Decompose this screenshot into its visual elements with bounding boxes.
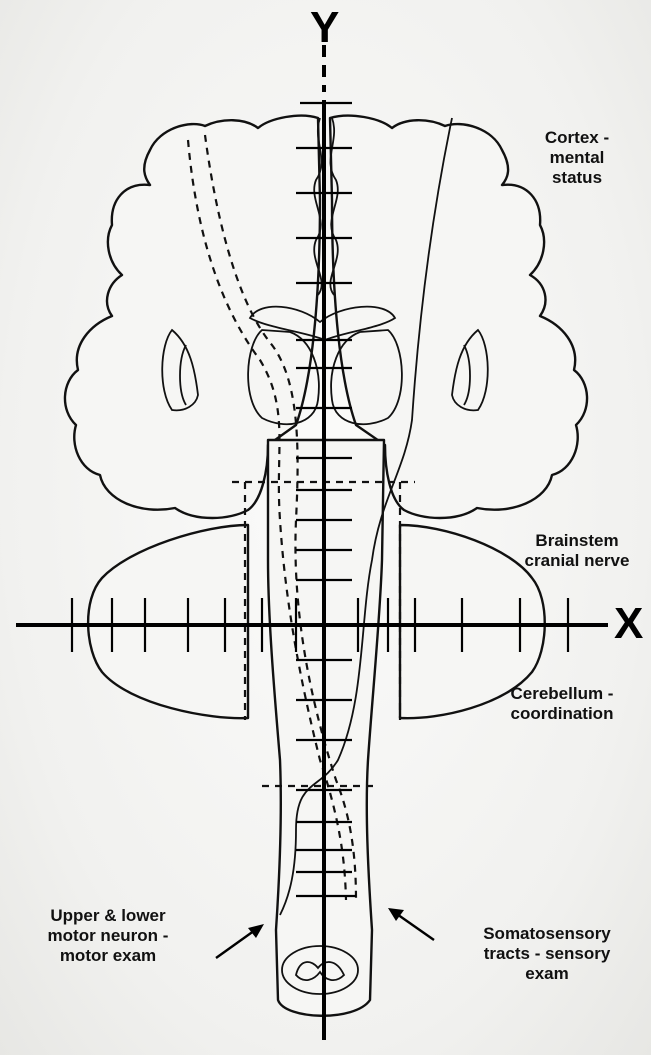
label-cerebellum: Cerebellum - coordination	[492, 684, 632, 724]
label-motor: Upper & lower motor neuron - motor exam	[28, 906, 188, 966]
y-axis-label: Y	[310, 6, 339, 50]
x-axis-label: X	[614, 602, 643, 646]
motor-arrow	[216, 924, 264, 958]
label-brainstem: Brainstem cranial nerve	[506, 531, 648, 571]
label-cortex: Cortex - mental status	[512, 128, 642, 188]
label-sensory: Somatosensory tracts - sensory exam	[454, 924, 640, 984]
sensory-arrow	[388, 908, 434, 940]
